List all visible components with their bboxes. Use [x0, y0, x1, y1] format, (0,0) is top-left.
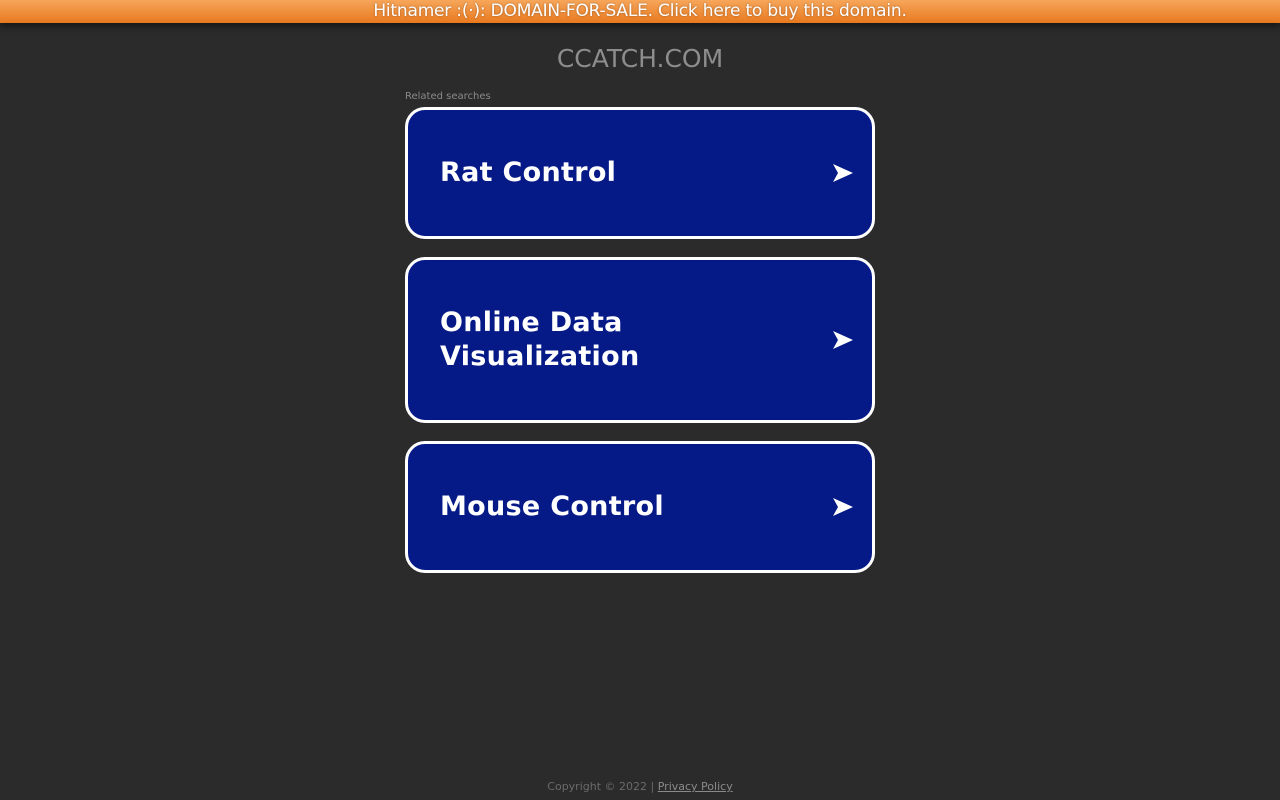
domain-title: CCATCH.COM [556, 44, 724, 73]
footer: Copyright © 2022 | Privacy Policy [0, 780, 1280, 794]
privacy-policy-link[interactable]: Privacy Policy [657, 780, 733, 793]
arrow-right-icon [833, 164, 853, 182]
related-search-label: Online Data Visualization [440, 307, 640, 372]
arrow-right-icon [833, 331, 853, 349]
related-search-mouse-control[interactable]: Mouse Control [405, 441, 875, 573]
related-search-rat-control[interactable]: Rat Control [405, 107, 875, 239]
arrow-right-icon [833, 498, 853, 516]
copyright-text: Copyright © 2022 | [547, 780, 655, 793]
domain-for-sale-banner[interactable]: Hitnamer :(·): DOMAIN-FOR-SALE. Click he… [0, 0, 1280, 23]
related-search-online-data-visualization[interactable]: Online Data Visualization [405, 257, 875, 423]
related-searches-label: Related searches [405, 91, 491, 102]
related-search-label: Rat Control [440, 157, 617, 188]
related-search-label: Mouse Control [440, 491, 664, 522]
